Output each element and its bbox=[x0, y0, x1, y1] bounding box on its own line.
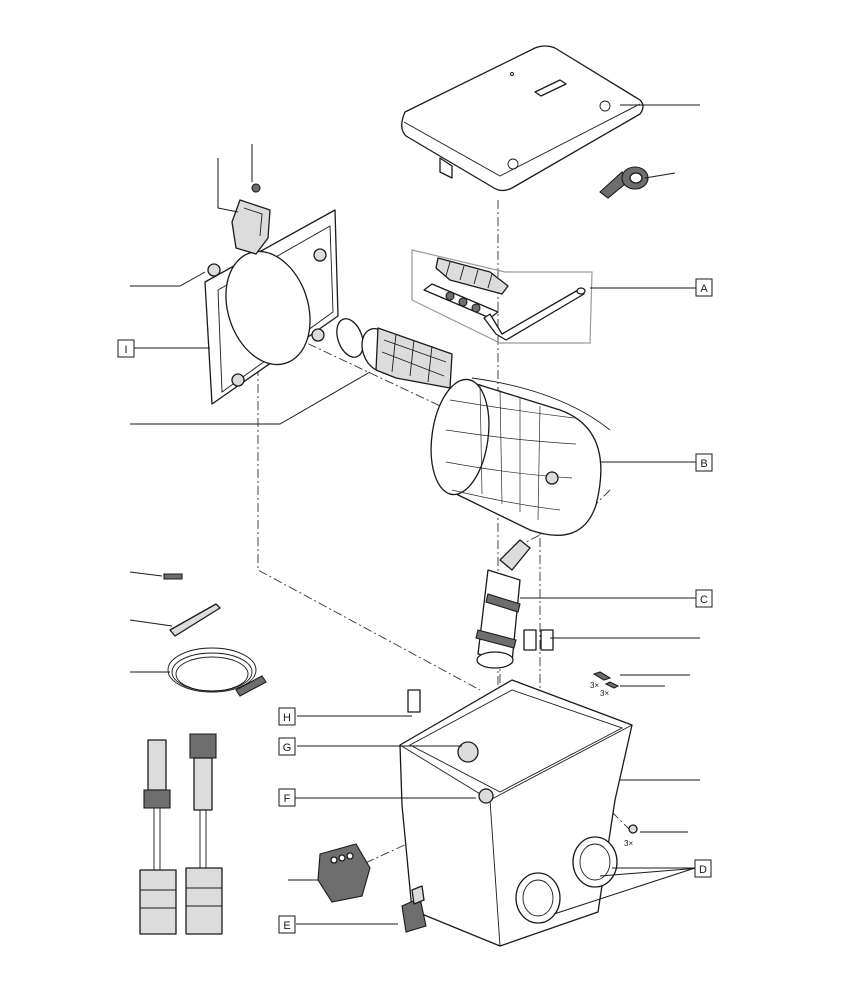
svg-text:H: H bbox=[283, 712, 291, 724]
svg-text:B: B bbox=[700, 458, 707, 470]
filter-drum bbox=[430, 377, 611, 536]
callout-a: A bbox=[695, 278, 713, 297]
sealing-tape-roll bbox=[599, 166, 649, 199]
callout-d: D bbox=[694, 859, 712, 878]
callout-g: G bbox=[278, 737, 296, 756]
level-switch bbox=[231, 183, 271, 255]
callout-e: E bbox=[278, 915, 296, 934]
spray-bar-group bbox=[411, 249, 593, 344]
qty-screws-housing: 3× bbox=[624, 839, 633, 848]
filter-housing bbox=[399, 679, 633, 947]
svg-text:D: D bbox=[699, 864, 707, 876]
callout-c: C bbox=[695, 589, 713, 608]
leader-lines bbox=[129, 104, 701, 925]
fasteners bbox=[163, 573, 638, 834]
qty-screws-lower: 3× bbox=[600, 689, 609, 698]
svg-text:A: A bbox=[700, 283, 708, 295]
svg-text:F: F bbox=[284, 793, 291, 805]
callout-h: H bbox=[278, 707, 296, 726]
callout-f: F bbox=[278, 788, 296, 807]
ground-spike bbox=[169, 603, 221, 637]
svg-text:C: C bbox=[700, 594, 708, 606]
control-unit bbox=[317, 843, 371, 903]
pump-tube bbox=[475, 539, 531, 669]
cable-connector-left bbox=[139, 739, 177, 935]
callout-b: B bbox=[695, 453, 713, 472]
hose-coil bbox=[167, 647, 267, 697]
svg-text:G: G bbox=[283, 742, 292, 754]
svg-text:I: I bbox=[124, 344, 127, 356]
mounting-plate bbox=[204, 209, 339, 405]
lid bbox=[401, 45, 644, 192]
strainer-basket bbox=[336, 318, 453, 389]
svg-text:E: E bbox=[283, 920, 290, 932]
cable-connector-right bbox=[185, 733, 223, 935]
callout-i: I bbox=[117, 339, 135, 358]
qty-screws-upper: 3× bbox=[590, 681, 599, 690]
